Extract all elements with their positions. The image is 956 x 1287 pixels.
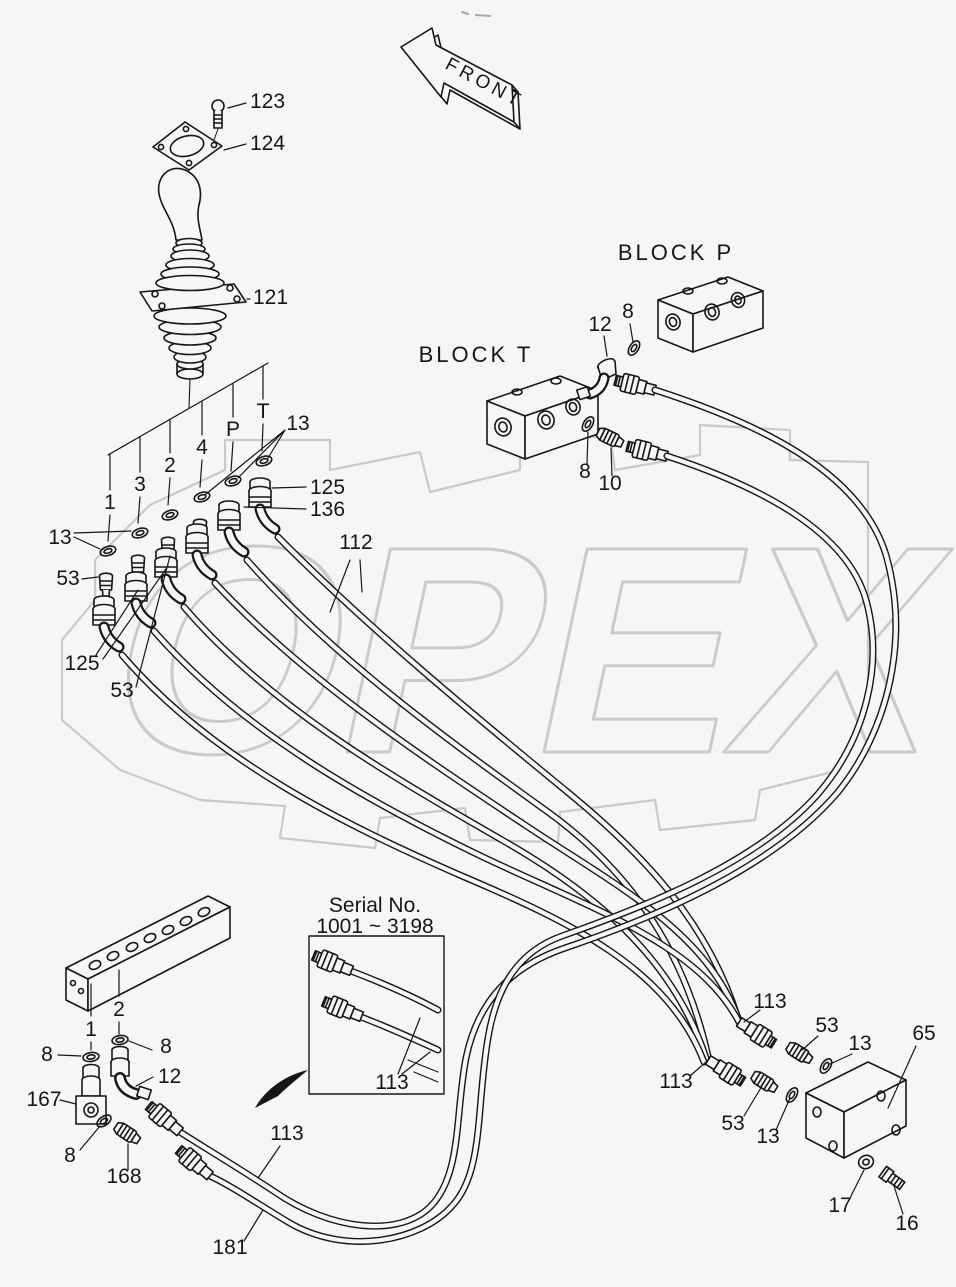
part-label-8: 8 [64, 1144, 76, 1167]
bottom-right-assembly [702, 1013, 907, 1191]
loop-hoses [176, 386, 900, 1245]
elbow-fitting-12b [110, 1045, 153, 1101]
elbow-fitting-12 [575, 357, 617, 401]
gasket-124 [152, 121, 223, 171]
labels: 123 124 121 1 3 2 4 P T 13 53 125 53 13 … [26, 90, 935, 1259]
port-label-P: P [226, 418, 240, 441]
part-label-113: 113 [659, 1070, 692, 1093]
part-label-123: 123 [250, 90, 285, 113]
part-label-125: 125 [64, 652, 99, 675]
port-fan [107, 362, 269, 542]
part-label-8: 8 [622, 300, 634, 323]
part-label-8: 8 [160, 1035, 172, 1058]
part-label-113: 113 [270, 1122, 303, 1145]
part-label-136: 136 [310, 498, 345, 521]
part-label-168: 168 [106, 1165, 141, 1188]
part-label-121: 121 [253, 286, 288, 309]
port-label-3: 3 [134, 473, 146, 496]
front-arrow: FRONT [400, 27, 527, 130]
block-t [486, 375, 599, 460]
front-arrow-face [400, 27, 515, 123]
part-label-8: 8 [579, 460, 591, 483]
part-label-13: 13 [848, 1032, 871, 1055]
part-label-16: 16 [895, 1212, 918, 1235]
washer-17 [857, 1154, 875, 1170]
adapter-167 [75, 1063, 107, 1125]
block-t-fittings [579, 414, 670, 466]
part-label-13: 13 [48, 526, 71, 549]
serial-title: Serial No. [329, 894, 421, 917]
part-label-181: 181 [212, 1236, 247, 1259]
part-label-124: 124 [250, 132, 285, 155]
part-label-65: 65 [912, 1022, 935, 1045]
part-label-167: 167 [26, 1088, 61, 1111]
part-label-125: 125 [310, 476, 345, 499]
manifold-block [65, 895, 231, 1012]
part-label-12: 12 [588, 313, 611, 336]
port-label-4: 4 [196, 436, 208, 459]
block-p-label: BLOCK P [618, 240, 734, 265]
serial-note-box [255, 935, 445, 1108]
manifold-fittings [75, 969, 217, 1184]
joystick-121 [139, 167, 247, 409]
joystick-handle [157, 167, 203, 241]
port-label-2: 2 [164, 454, 176, 477]
hose-bundle [118, 533, 744, 1066]
part-label-112: 112 [339, 531, 372, 554]
part-label-53: 53 [815, 1014, 838, 1037]
part-label-13: 13 [756, 1125, 779, 1148]
port-label-2: 2 [113, 998, 125, 1021]
part-label-13: 13 [286, 412, 309, 435]
part-label-113: 113 [375, 1071, 408, 1094]
block-t-label: BLOCK T [419, 342, 534, 367]
part-label-113: 113 [753, 990, 786, 1013]
port-label-T: T [257, 400, 270, 423]
pointer-swoosh [255, 1070, 308, 1108]
print-artifact [461, 11, 491, 17]
port-label-1: 1 [85, 1018, 97, 1041]
serial-range: 1001 ~ 3198 [316, 915, 433, 938]
port-label-1: 1 [104, 491, 116, 514]
part-label-53: 53 [110, 679, 133, 702]
leader-lines [57, 102, 917, 1242]
block-65 [805, 1061, 907, 1159]
part-label-53: 53 [56, 567, 79, 590]
block-p-fittings [575, 338, 658, 401]
part-label-12: 12 [158, 1065, 181, 1088]
gear-outline [60, 423, 870, 850]
part-label-8: 8 [41, 1043, 53, 1066]
part-label-10: 10 [598, 472, 621, 495]
part-label-53: 53 [721, 1112, 744, 1135]
block-p [657, 276, 764, 353]
part-label-17: 17 [828, 1194, 851, 1217]
bolt-16 [878, 1165, 906, 1191]
